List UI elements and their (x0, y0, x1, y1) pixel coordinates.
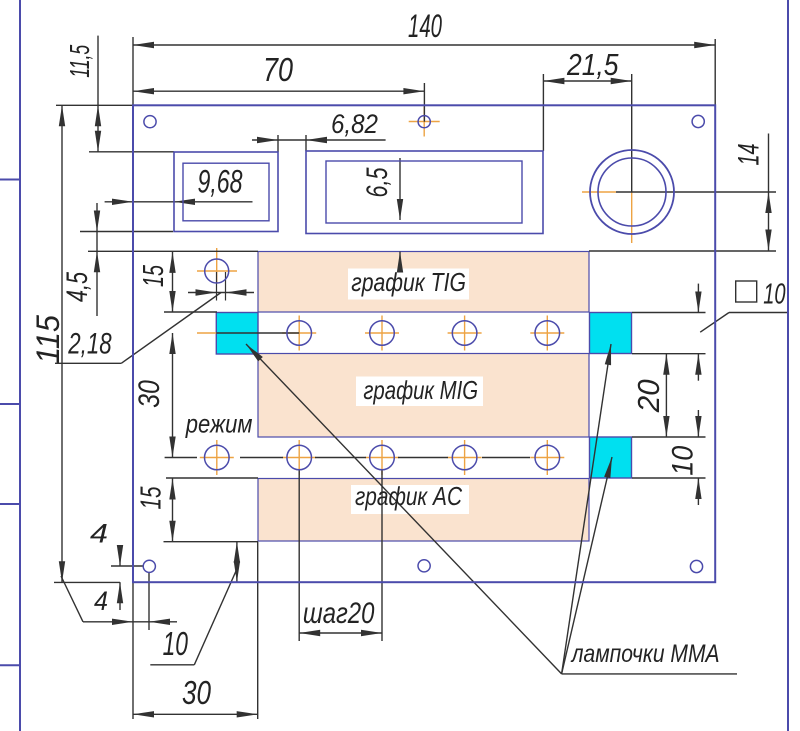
svg-text:график AC: график AC (355, 481, 462, 511)
svg-text:4,5: 4,5 (61, 272, 94, 302)
svg-text:10: 10 (763, 278, 785, 310)
svg-text:график MIG: график MIG (363, 375, 478, 405)
svg-text:режим: режим (185, 409, 253, 439)
svg-text:15: 15 (135, 486, 167, 510)
svg-text:70: 70 (263, 51, 294, 88)
svg-text:10: 10 (163, 625, 189, 662)
svg-text:2,18: 2,18 (68, 328, 112, 361)
svg-text:лампочки MMA: лампочки MMA (570, 640, 720, 668)
svg-text:10: 10 (667, 445, 700, 475)
svg-text:15: 15 (138, 264, 170, 287)
svg-text:21,5: 21,5 (566, 47, 619, 82)
svg-text:9,68: 9,68 (198, 164, 243, 200)
svg-text:4: 4 (90, 519, 108, 549)
svg-text:11,5: 11,5 (64, 45, 95, 78)
svg-text:4: 4 (94, 586, 108, 616)
svg-text:6,82: 6,82 (331, 109, 378, 139)
svg-text:20: 20 (631, 379, 666, 413)
svg-text:30: 30 (133, 380, 166, 408)
svg-text:140: 140 (408, 8, 442, 44)
svg-text:6,5: 6,5 (361, 167, 394, 197)
svg-text:115: 115 (30, 315, 66, 364)
svg-text:шаг20: шаг20 (303, 597, 375, 630)
svg-text:график TIG: график TIG (351, 267, 466, 297)
svg-text:30: 30 (182, 674, 212, 711)
svg-text:14: 14 (732, 144, 765, 166)
